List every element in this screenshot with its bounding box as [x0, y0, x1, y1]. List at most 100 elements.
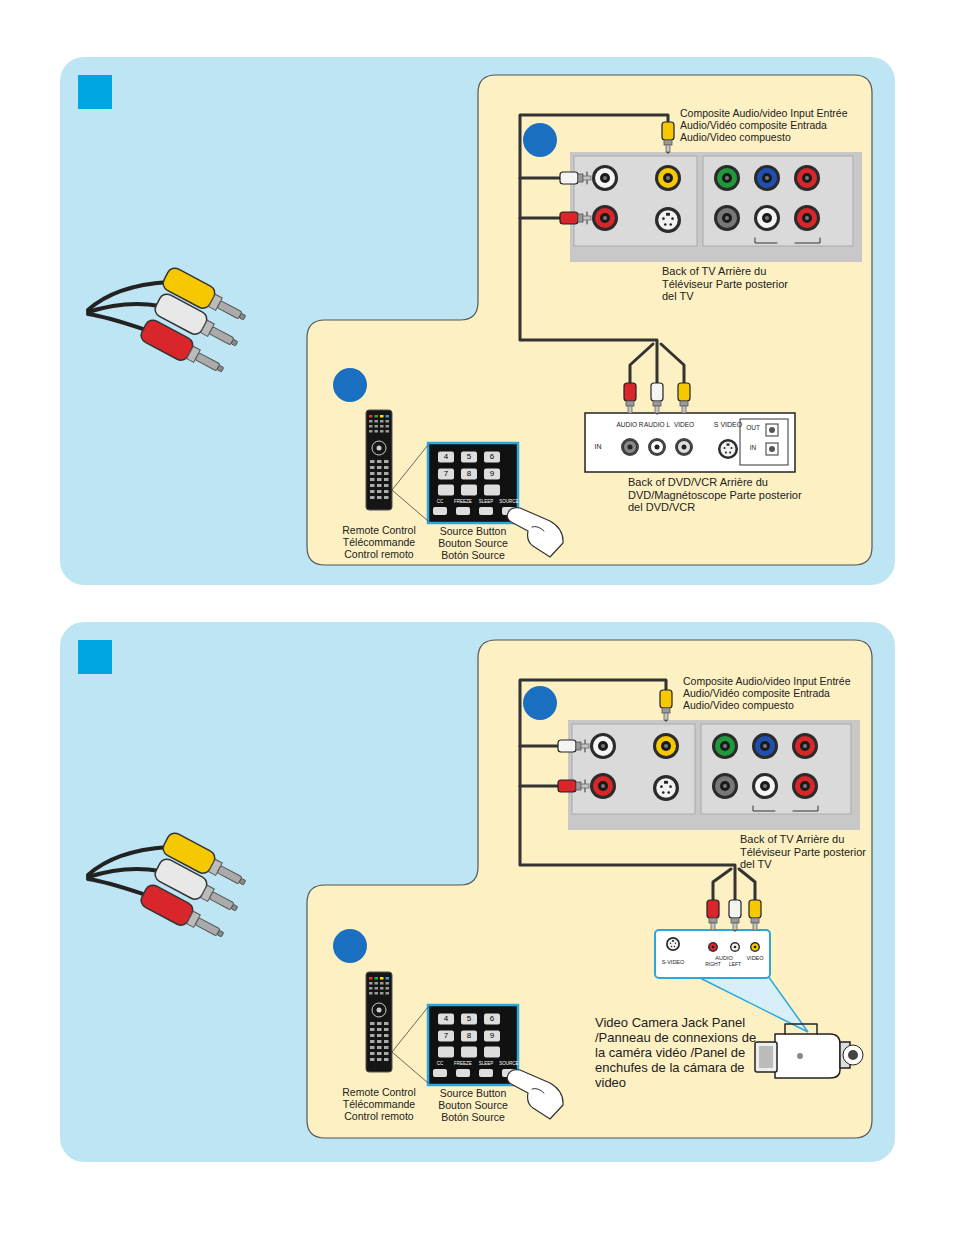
- jack-ring: [752, 733, 778, 759]
- jack-label: FREEZE: [451, 1061, 475, 1066]
- source-button-zoom: 456789CCFREEZESLEEPSOURCESource Button B…: [428, 443, 518, 523]
- jack-ring: [592, 205, 618, 231]
- jack-label: LEFT: [725, 962, 745, 968]
- rca-plug-collar: [626, 401, 634, 406]
- camera-lens: [843, 1045, 863, 1065]
- jack-color-ring: [717, 208, 737, 228]
- remote-button: [384, 484, 389, 487]
- remote-key: [456, 1069, 470, 1077]
- jack-label: 5: [461, 452, 477, 461]
- remote-button: [384, 1034, 389, 1037]
- s-video-key: [672, 940, 674, 942]
- camera-jack-plate: [655, 930, 770, 978]
- panel-background: [60, 622, 895, 1162]
- s-video-ring: [653, 775, 679, 801]
- jack-label: 7: [438, 469, 454, 478]
- s-video-pin: [662, 217, 665, 220]
- jack-label: 7: [438, 1031, 454, 1040]
- plug-pin: [217, 365, 224, 372]
- remote-key: [479, 507, 493, 515]
- jack-label: SOURCE: [497, 1061, 521, 1066]
- jack-pin: [765, 216, 769, 220]
- jack-color-ring: [752, 944, 759, 951]
- remote-button: [370, 484, 375, 487]
- remote-button: [377, 1040, 382, 1043]
- remote-button: [375, 982, 379, 985]
- jack-label: 6: [484, 1014, 500, 1023]
- jack-hole: [762, 213, 772, 223]
- remote-key: [438, 1014, 454, 1025]
- caption: Remote Control Télécommande Control remo…: [334, 1086, 424, 1122]
- tv-back-panel: Back of TV Arrière du Téléviseur Parte p…: [570, 152, 862, 262]
- remote-button: [384, 1040, 389, 1043]
- s-video-pin: [725, 452, 727, 454]
- remote-button: [384, 478, 389, 481]
- rca-plug-collar: [751, 918, 759, 923]
- camera-screen: [755, 1042, 777, 1072]
- jack-pin: [664, 744, 668, 748]
- remote-button: [375, 415, 379, 418]
- rca-plug-tip: [664, 713, 668, 720]
- rca-plug-body: [749, 900, 761, 918]
- caption: Back of TV Arrière du Téléviseur Parte p…: [662, 265, 802, 303]
- jack-hole: [663, 173, 673, 183]
- connector-label: Composite Audio/video Input Entrée Audio…: [680, 107, 850, 143]
- jack-ring: [653, 733, 679, 759]
- camera-lens-glass: [848, 1050, 858, 1060]
- connector-label: Composite Audio/video Input Entrée Audio…: [683, 675, 853, 711]
- s-video-key: [664, 781, 668, 784]
- s-video-pin: [660, 785, 663, 788]
- rca-plug-body: [624, 383, 636, 401]
- cable: [88, 304, 160, 312]
- remote-button: [370, 1028, 375, 1031]
- jack-label: 6: [484, 452, 500, 461]
- s-video-face: [658, 210, 678, 230]
- rca-plug-illustration: [138, 317, 228, 380]
- remote-key: [461, 469, 477, 480]
- s-video-pin: [664, 223, 667, 226]
- remote-control: Remote Control Télécommande Control remo…: [366, 410, 392, 510]
- remote-button: [377, 478, 382, 481]
- jack-label: S-VIDEO: [656, 959, 690, 965]
- cable: [88, 879, 146, 895]
- jack-hole: [734, 946, 737, 949]
- rca-plug-collar: [653, 401, 661, 406]
- jack-pin: [725, 216, 729, 220]
- jack-hole: [720, 781, 730, 791]
- jack-hole: [655, 445, 660, 450]
- jack-label: AUDIO L: [639, 421, 675, 428]
- jack-color-ring: [595, 208, 615, 228]
- camera-body: [775, 1034, 840, 1078]
- remote-button: [375, 992, 379, 995]
- jack-hole: [760, 781, 770, 791]
- connector: [766, 443, 778, 455]
- remote-button: [370, 1022, 375, 1025]
- remote-button: [386, 992, 390, 995]
- remote-button: [377, 1034, 382, 1037]
- cable: [88, 314, 146, 330]
- remote-button: [377, 496, 382, 499]
- jack-hole: [760, 741, 770, 751]
- callout-circle: [523, 686, 557, 720]
- remote-button: [375, 420, 379, 423]
- remote-button: [386, 987, 390, 990]
- jack-hole: [720, 741, 730, 751]
- jack-hole: [600, 213, 610, 223]
- jack-color-ring: [757, 208, 777, 228]
- jack-pin: [725, 176, 729, 180]
- jack-ring: [792, 773, 818, 799]
- jack-ring: [708, 942, 718, 952]
- remote-button: [380, 992, 384, 995]
- plug-tip: [217, 866, 242, 884]
- s-video-key: [666, 213, 670, 216]
- jack-label: RIGHT: [702, 962, 724, 968]
- remote-key: [438, 1031, 454, 1042]
- jack-label: CC: [428, 1061, 452, 1066]
- remote-key: [484, 485, 500, 496]
- remote-button: [377, 1046, 382, 1049]
- remote-key: [433, 1069, 447, 1077]
- remote-key: [461, 1014, 477, 1025]
- caption: Source Button Bouton Source Botón Source: [430, 1087, 516, 1123]
- remote-button: [384, 1046, 389, 1049]
